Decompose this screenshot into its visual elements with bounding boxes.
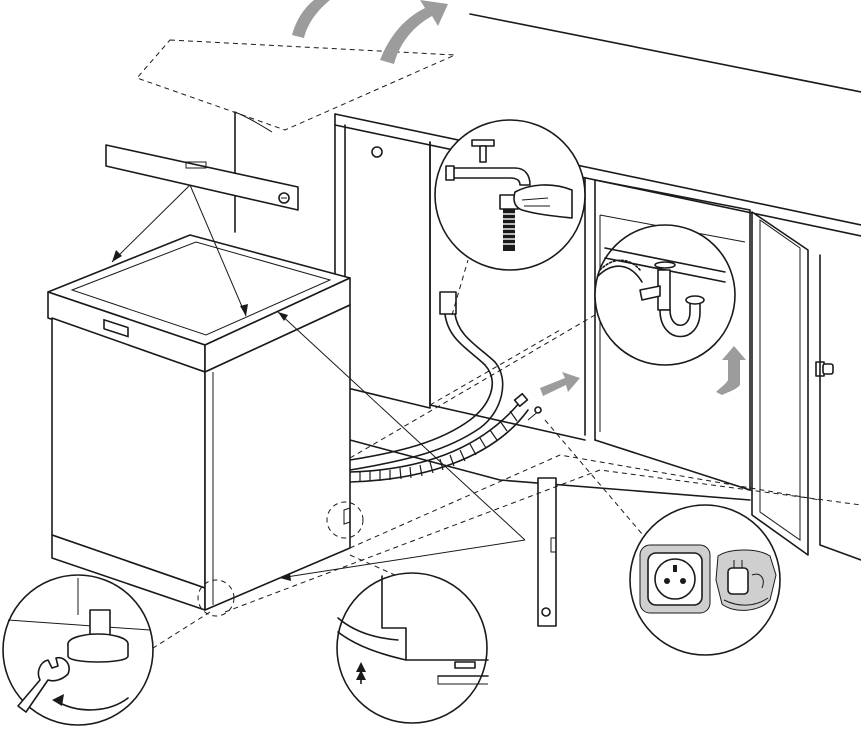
socket-icon xyxy=(640,545,710,613)
direction-arrow-icon xyxy=(540,372,580,396)
cabinet-knob-icon xyxy=(372,147,382,157)
foot-callout xyxy=(3,575,153,725)
socket-callout xyxy=(630,505,780,655)
siphon-callout xyxy=(595,225,735,365)
corrugation xyxy=(360,411,517,481)
plug-hand-icon xyxy=(716,550,776,610)
alignment-callout xyxy=(337,573,488,723)
up-arrow-icon xyxy=(716,346,746,395)
spirit-level-top xyxy=(106,145,298,210)
lift-arrow-icon xyxy=(292,0,330,38)
lift-arrow-icon xyxy=(380,0,448,64)
dishwasher xyxy=(48,235,350,610)
tap-callout xyxy=(435,120,585,270)
spirit-level-side xyxy=(538,478,556,626)
worktop-outline xyxy=(137,0,455,130)
hoses xyxy=(350,292,580,482)
